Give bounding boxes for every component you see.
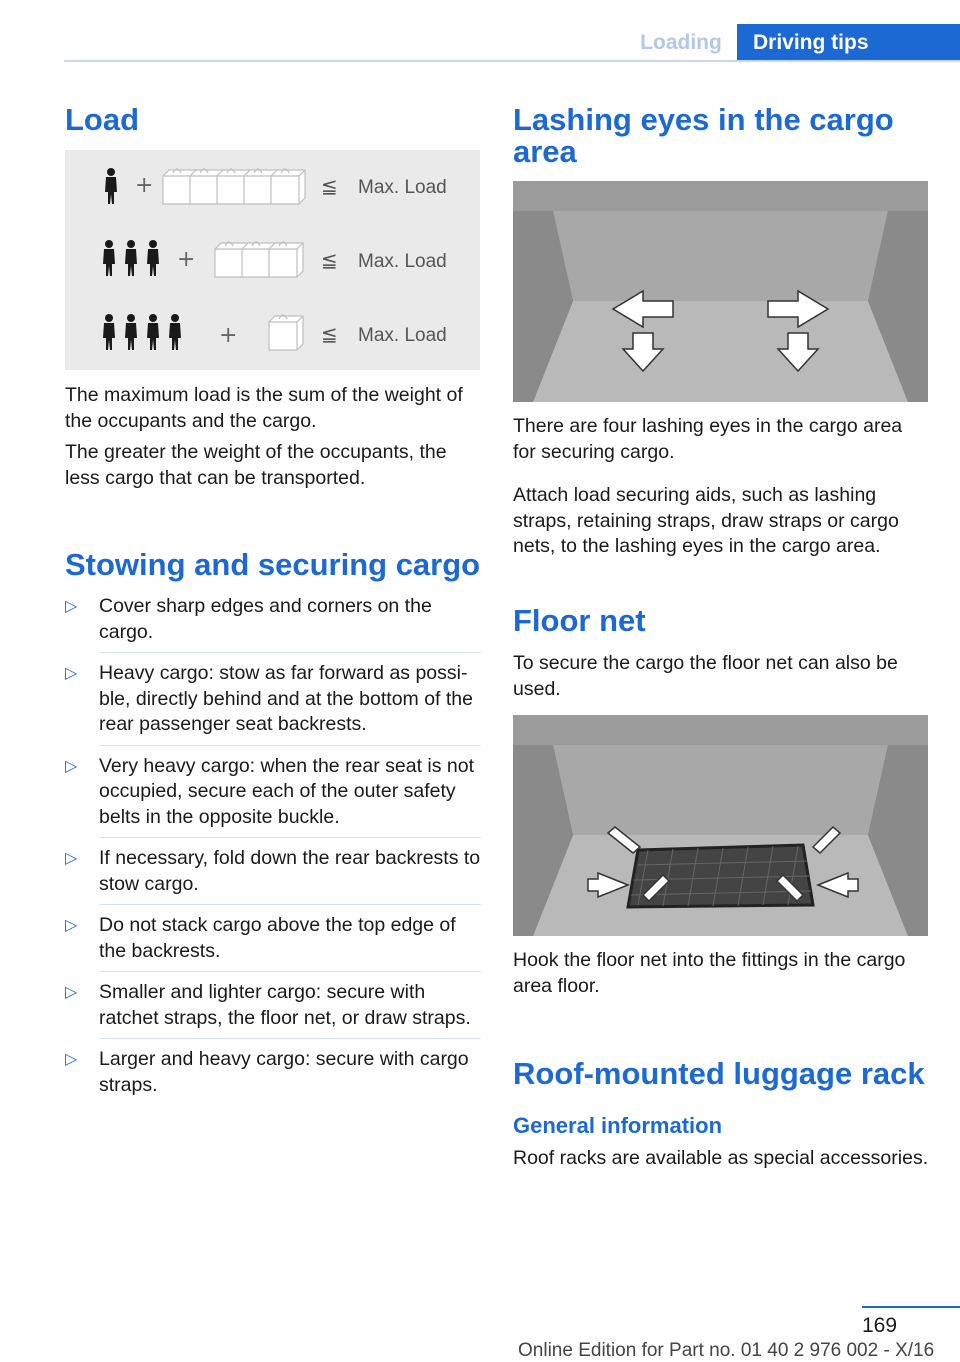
header-rule: [64, 60, 960, 62]
lashing-paragraph-2: Attach load securing aids, such as lashi…: [513, 484, 899, 557]
list-item: ▷If necessary, fold down the rear backre…: [65, 846, 481, 905]
person-icon: [105, 168, 117, 204]
roof-rack-paragraph-1: Roof racks are available as special acce…: [513, 1147, 929, 1169]
triangle-right-icon: ▷: [65, 598, 78, 615]
max-load-illustration: + ≦ Max. Load + ≦ Max. Load + ≦ Max. Loa…: [103, 168, 447, 351]
svg-text:+: +: [219, 323, 237, 348]
footer-rule: [862, 1306, 960, 1308]
svg-text:+: +: [135, 173, 153, 198]
max-load-figure: + ≦ Max. Load + ≦ Max. Load + ≦ Max. Loa…: [65, 150, 480, 370]
person-icon: [103, 240, 159, 276]
svg-text:+: +: [177, 247, 195, 272]
triangle-right-icon: ▷: [65, 850, 78, 867]
cargo-box-icon: [268, 314, 304, 351]
list-item: ▷Cover sharp edges and corners on the ca…: [65, 594, 481, 653]
cargo-box-icon: [162, 168, 306, 205]
roof-rack-title: Roof-mounted luggage rack: [513, 1056, 925, 1091]
load-paragraph-1: The maximum load is the sum of the weigh…: [65, 384, 463, 432]
triangle-right-icon: ▷: [65, 757, 78, 775]
figure-row-1-label: Max. Load: [358, 177, 447, 198]
list-item: ▷Smaller and lighter cargo: secure with …: [65, 980, 481, 1039]
lashing-eyes-photo: [513, 181, 928, 402]
person-icon: [103, 314, 181, 350]
lashing-title: Lashing eyes in the cargo area: [513, 102, 894, 169]
floor-net-paragraph-2: Hook the floor net into the fittings in …: [513, 949, 906, 997]
triangle-right-icon: ▷: [65, 917, 78, 934]
header-chapter-tab: Driving tips: [737, 24, 960, 62]
stowing-title: Stowing and securing cargo: [65, 547, 481, 582]
stowing-list: ▷Cover sharp edges and corners on the ca…: [65, 594, 481, 1098]
arrow-icon: [587, 825, 859, 903]
svg-text:≦: ≦: [321, 322, 338, 346]
triangle-right-icon: ▷: [65, 1051, 78, 1068]
footer-edition: Online Edition for Part no. 01 40 2 976 …: [518, 1340, 935, 1361]
floor-net-photo: [513, 715, 928, 936]
general-information-subtitle: General information: [513, 1113, 723, 1138]
floor-net-paragraph-1: To secure the cargo the floor net can al…: [513, 652, 898, 700]
lashing-paragraph-1: There are four lashing eyes in the cargo…: [513, 415, 903, 463]
load-title: Load: [65, 102, 140, 137]
list-item: ▷Do not stack cargo above the top edge o…: [65, 913, 481, 972]
list-item: ▷Very heavy cargo: when the rear seat is…: [65, 754, 481, 838]
list-item: ▷Larger and heavy cargo: secure with car…: [65, 1048, 469, 1096]
arrow-right-icon: [767, 289, 830, 329]
list-item: ▷Heavy cargo: stow as far forward as pos…: [65, 661, 481, 746]
cargo-box-icon: [214, 241, 304, 278]
triangle-right-icon: ▷: [65, 984, 78, 1001]
header-section-tab: Loading: [640, 31, 722, 54]
figure-row-3-label: Max. Load: [358, 325, 447, 346]
load-paragraph-2: The greater the weight of the occupants,…: [65, 441, 447, 489]
svg-text:≦: ≦: [321, 174, 338, 198]
page-number: 169: [862, 1314, 898, 1337]
triangle-right-icon: ▷: [65, 665, 78, 682]
svg-text:≦: ≦: [321, 248, 338, 272]
figure-row-2-label: Max. Load: [358, 251, 447, 272]
arrow-left-icon: [611, 289, 674, 329]
floor-net-title: Floor net: [513, 603, 646, 638]
arrow-down-icon: [621, 332, 820, 373]
